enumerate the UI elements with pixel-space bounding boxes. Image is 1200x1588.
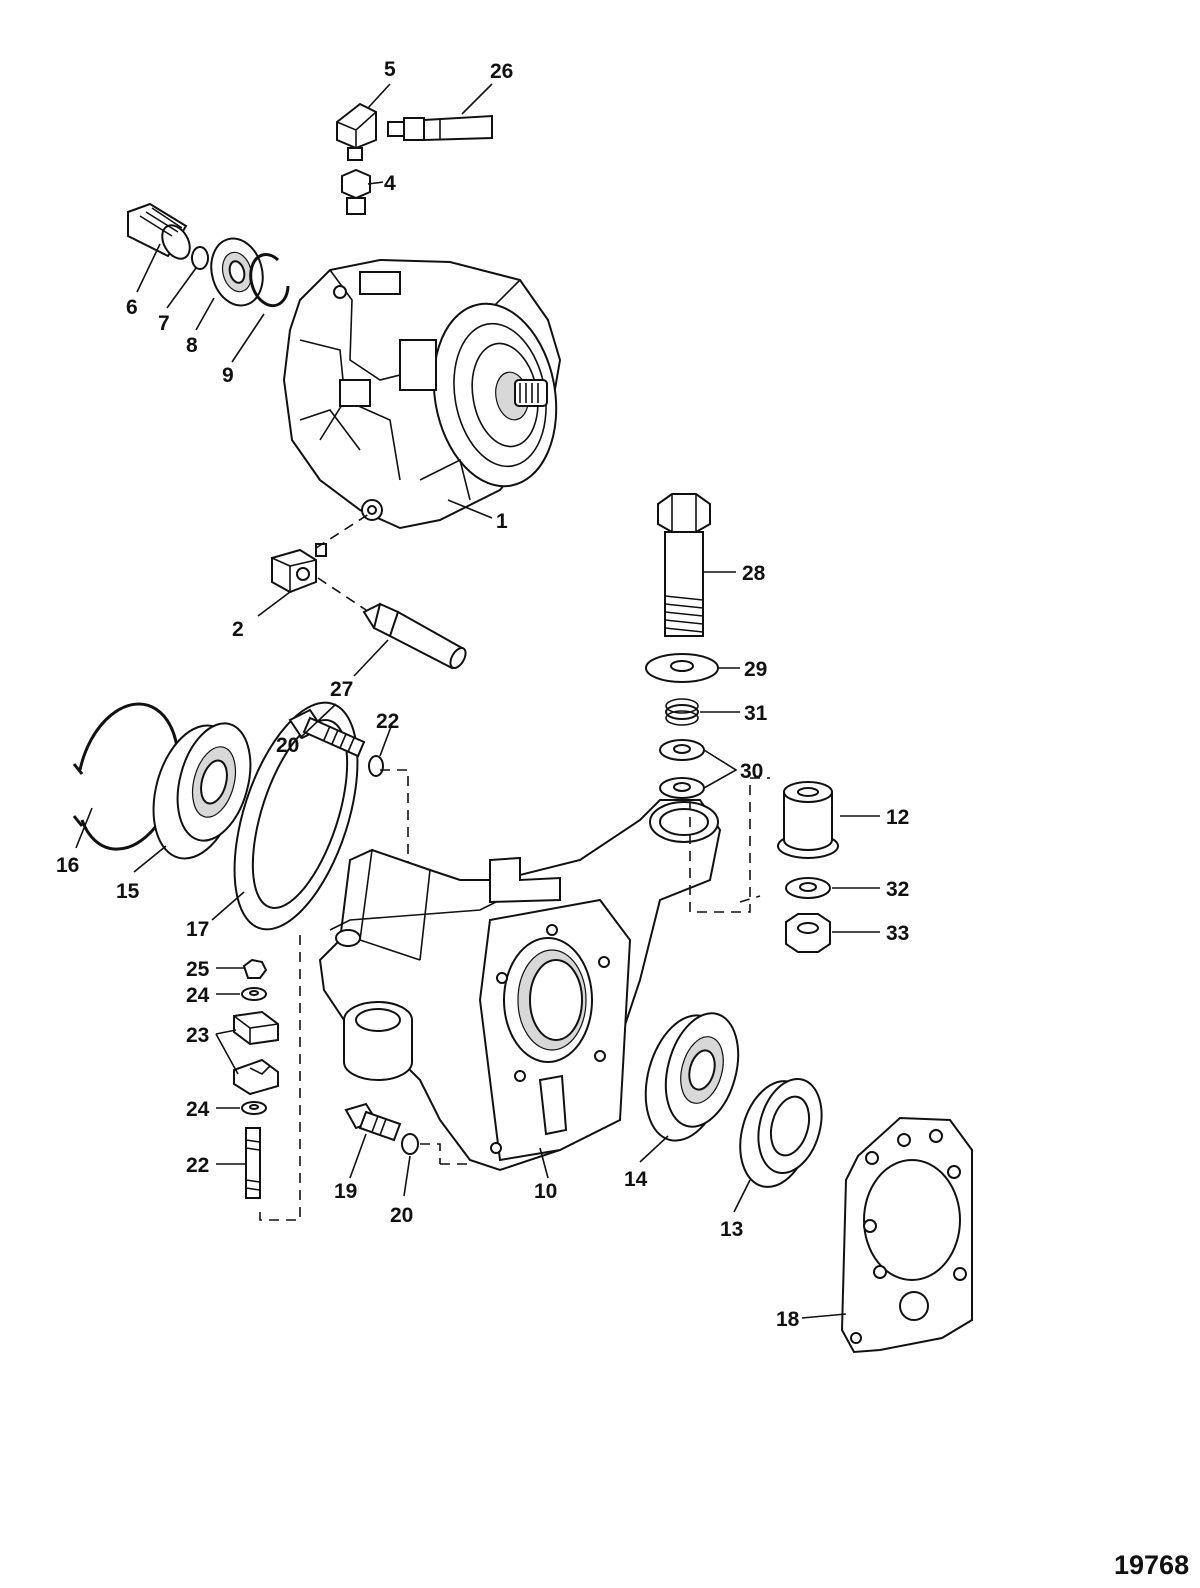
part-24-washer-lower <box>241 1101 267 1115</box>
part-22-stud <box>245 1127 261 1199</box>
part-9-retaining-ring <box>249 253 290 308</box>
part-13-bearing <box>644 1012 740 1142</box>
callout-10: 10 <box>534 1180 557 1203</box>
part-2-block-fitting <box>271 543 327 594</box>
part-32-washer <box>785 877 831 899</box>
part-8-ball-bearing <box>210 237 264 307</box>
callout-5: 5 <box>384 58 396 81</box>
part-24-washer-upper <box>241 987 267 1001</box>
part-33-nut <box>785 913 831 953</box>
callout-24-lower: 24 <box>186 1098 210 1121</box>
part-6-needle-bearing <box>127 202 191 260</box>
callout-15: 16 <box>56 854 79 877</box>
callout-21: 22 <box>376 710 399 733</box>
assembly-lines <box>259 511 770 1221</box>
part-27-sender <box>362 602 467 670</box>
part-14-bearing <box>152 722 252 860</box>
callout-labels: 5 26 4 6 7 8 9 1 2 27 28 29 31 30 12 32 … <box>56 58 909 1331</box>
callout-24-upper: 24 <box>186 984 210 1007</box>
part-31-spring <box>665 698 699 726</box>
part-7-snap-ring <box>191 246 209 270</box>
part-26-sender <box>387 114 493 142</box>
callout-18: 19 <box>334 1180 357 1203</box>
callout-30: 30 <box>740 760 763 783</box>
callout-32: 32 <box>886 878 909 901</box>
part-25-nut <box>242 958 268 979</box>
part-18-stud <box>344 1102 402 1142</box>
part-10-housing <box>318 799 722 1172</box>
callout-31: 31 <box>744 702 768 725</box>
callout-23: 23 <box>186 1024 209 1047</box>
callout-19: 20 <box>276 734 299 757</box>
callout-9: 9 <box>222 364 234 387</box>
part-12-seal <box>739 1077 823 1188</box>
callout-29: 29 <box>744 658 767 681</box>
part-30-washers <box>659 739 705 799</box>
part-20-lock-washer <box>401 1133 419 1155</box>
callout-16: 17 <box>186 918 209 941</box>
callout-8: 8 <box>186 334 198 357</box>
part-28-bolt <box>657 493 711 637</box>
part-23-clamp-plates <box>233 1010 279 1096</box>
callout-1: 1 <box>496 510 508 533</box>
callout-12: 13 <box>720 1218 743 1241</box>
callout-2: 2 <box>232 618 244 641</box>
part-1-transmission <box>282 258 562 530</box>
callout-33: 33 <box>886 922 909 945</box>
callout-26: 26 <box>490 60 513 83</box>
part-17-gasket-plate <box>840 1116 973 1354</box>
callout-7: 7 <box>158 312 170 335</box>
part-21-lock-washer <box>368 755 384 777</box>
part-16-gasket-ring <box>233 701 359 931</box>
part-11-bushing <box>777 781 839 859</box>
callout-4: 4 <box>384 172 396 195</box>
part-29-washer <box>645 653 719 683</box>
part-4-adapter <box>341 168 371 215</box>
figure-number: 19768 <box>1114 1550 1189 1580</box>
callout-17: 18 <box>776 1308 800 1331</box>
callout-28: 28 <box>742 562 766 585</box>
callout-25: 25 <box>186 958 210 981</box>
callout-20: 20 <box>390 1204 413 1227</box>
callout-14: 15 <box>116 880 140 903</box>
part-19-stud <box>288 708 366 758</box>
callout-13: 14 <box>624 1168 648 1191</box>
callout-27: 27 <box>330 678 353 701</box>
leader-lines <box>75 83 880 1319</box>
callout-11: 12 <box>886 806 909 829</box>
callout-6: 6 <box>126 296 138 319</box>
part-5-elbow-fitting <box>336 102 377 161</box>
callout-22: 22 <box>186 1154 209 1177</box>
